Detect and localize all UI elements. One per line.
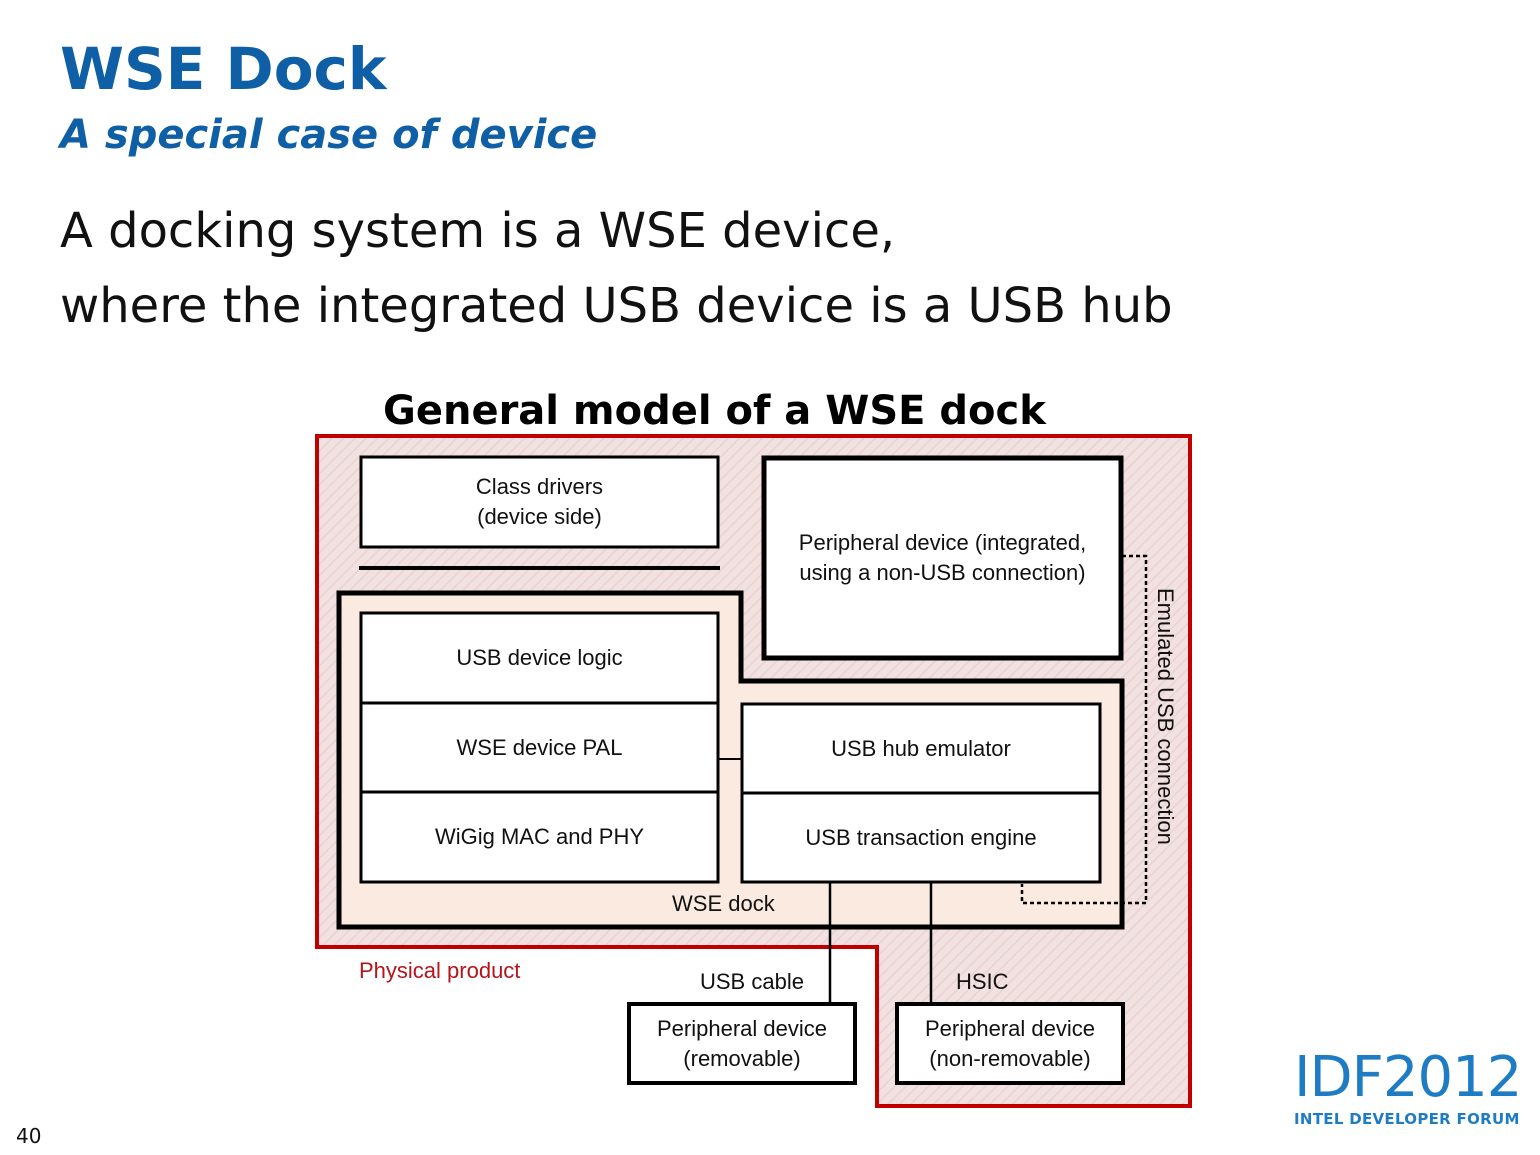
usb-transaction-engine-label: USB transaction engine bbox=[805, 824, 1037, 850]
peripheral-removable-box bbox=[627, 1002, 857, 1085]
usb-transaction-engine-box bbox=[740, 791, 1102, 884]
idf-logo: IDF2012 INTEL DEVELOPER FORUM bbox=[1294, 1045, 1522, 1129]
wigig-mac-phy-box bbox=[359, 790, 720, 884]
diagram-title: General model of a WSE dock bbox=[383, 388, 1046, 434]
body-line-1: A docking system is a WSE device, bbox=[60, 203, 896, 259]
logo-sub-text: INTEL DEVELOPER FORUM bbox=[1294, 1110, 1520, 1128]
body-line-2: where the integrated USB device is a USB… bbox=[60, 278, 1173, 334]
peripheral-removable-label: Peripheral device (removable) bbox=[657, 1015, 827, 1071]
emulated-usb-connection-label: Emulated USB connection bbox=[1153, 588, 1178, 845]
hsic-label: HSIC bbox=[956, 969, 1009, 994]
emulated-usb-connection-line bbox=[1020, 554, 1148, 905]
wse-device-pal-box bbox=[359, 701, 720, 794]
wse-device-pal-label: WSE device PAL bbox=[456, 734, 623, 760]
slide-number: 40 bbox=[16, 1124, 42, 1148]
logo-main-text: IDF2012 bbox=[1294, 1045, 1522, 1110]
peripheral-integrated-label: Peripheral device (integrated, using a n… bbox=[798, 530, 1087, 585]
peripheral-integrated-box bbox=[761, 455, 1124, 661]
class-drivers-box bbox=[359, 455, 720, 549]
usb-device-logic-box bbox=[359, 611, 720, 705]
wigig-mac-phy-label: WiGig MAC and PHY bbox=[434, 824, 645, 849]
wse-dock-label: WSE dock bbox=[672, 891, 775, 916]
usb-cable-label: USB cable bbox=[700, 969, 804, 994]
peripheral-non-removable-box bbox=[895, 1002, 1125, 1085]
physical-product-label: Physical product bbox=[359, 958, 521, 983]
usb-device-logic-label: USB device logic bbox=[456, 645, 623, 670]
usb-hub-emulator-label: USB hub emulator bbox=[831, 735, 1011, 761]
slide-subtitle: A special case of device bbox=[60, 112, 598, 158]
peripheral-non-removable-label: Peripheral device (non-removable) bbox=[925, 1015, 1095, 1071]
class-drivers-label: Class drivers (device side) bbox=[475, 474, 604, 529]
slide-title: WSE Dock bbox=[60, 35, 387, 103]
